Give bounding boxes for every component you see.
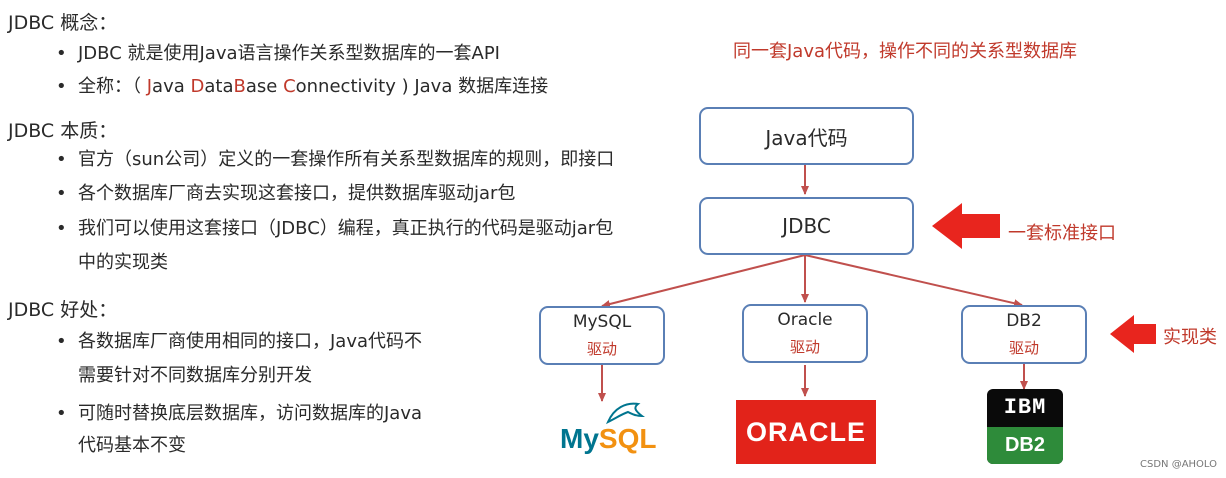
essence-title: JDBC 本质： [8, 120, 118, 142]
concept-bullet-1: • JDBC 就是使用Java语言操作关系型数据库的一套API [56, 43, 500, 64]
mysql-driver-label: 驱动 [586, 340, 617, 358]
oracle-driver-box: Oracle 驱动 [742, 304, 868, 363]
mysql-logo: MySQL [560, 423, 657, 454]
benefits-bullet-1: • 各数据库厂商使用相同的接口，Java代码不 [56, 331, 423, 352]
mysql-dolphin-icon [606, 402, 646, 425]
essence-bullet-1: • 官方（sun公司）定义的一套操作所有关系型数据库的规则，即接口 [56, 149, 615, 170]
concept-bullet-2: • 全称：（ Java DataBase Connectivity ) Java… [56, 76, 549, 97]
java-code-box: Java代码 [699, 107, 914, 165]
db2-driver-box: DB2 驱动 [961, 305, 1087, 364]
arrow-jdbc-to-mysql [601, 254, 806, 308]
ibm-db2-logo: IBM DB2 [987, 389, 1063, 464]
db2-driver-label: 驱动 [1008, 339, 1039, 357]
concept-title: JDBC 概念： [8, 12, 118, 34]
essence-bullet-3-cont: 中的实现类 [78, 252, 168, 273]
jdbc-note: 一套标准接口 [1008, 223, 1116, 244]
oracle-driver-label: 驱动 [789, 338, 820, 356]
impl-pointer-arrow [1110, 315, 1156, 353]
mysql-driver-box: MySQL 驱动 [539, 306, 665, 365]
jdbc-label: JDBC [782, 214, 831, 238]
essence-bullet-2: • 各个数据库厂商去实现这套接口，提供数据库驱动jar包 [56, 183, 516, 204]
essence-bullet-3: • 我们可以使用这套接口（JDBC）编程，真正执行的代码是驱动jar包 [56, 218, 614, 239]
benefits-title: JDBC 好处： [8, 299, 118, 321]
benefits-bullet-2-cont: 代码基本不变 [78, 435, 186, 456]
jdbc-box: JDBC [699, 197, 914, 255]
arrow-jdbc-to-db2 [804, 254, 1023, 308]
diagram-heading: 同一套Java代码，操作不同的关系型数据库 [733, 41, 1078, 62]
benefits-bullet-2: • 可随时替换底层数据库，访问数据库的Java [56, 403, 423, 424]
benefits-bullet-1-cont: 需要针对不同数据库分别开发 [78, 365, 312, 386]
oracle-driver-name: Oracle [777, 310, 833, 330]
db2-driver-name: DB2 [1006, 311, 1042, 331]
mysql-driver-name: MySQL [572, 312, 632, 332]
java-code-label: Java代码 [765, 125, 848, 150]
oracle-logo: ORACLE [736, 400, 876, 464]
impl-note: 实现类 [1163, 327, 1217, 348]
watermark: CSDN @AHOLO [1140, 459, 1218, 470]
jdbc-pointer-arrow [932, 203, 1000, 249]
